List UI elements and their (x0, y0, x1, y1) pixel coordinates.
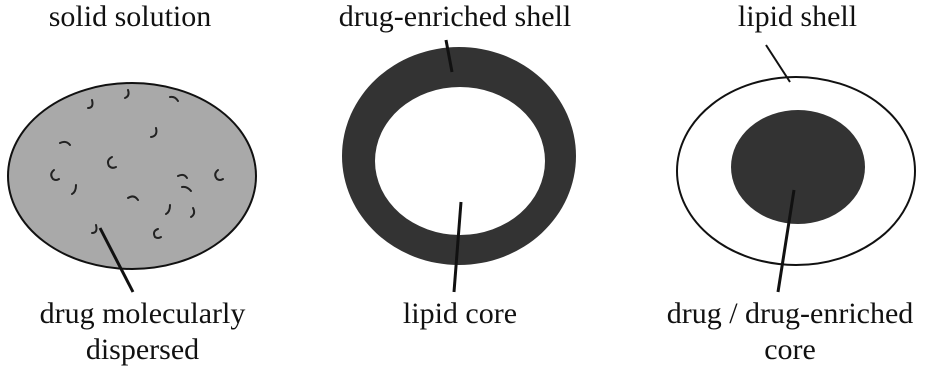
caption-line: drug / drug-enriched (635, 296, 945, 332)
drug-enriched-shell-particle (342, 40, 576, 292)
solid-solution-caption: drug molecularly dispersed (0, 296, 285, 368)
drug-enriched-shell-title: drug-enriched shell (305, 0, 605, 35)
solid-solution-ellipse (8, 83, 256, 269)
drug-core-ellipse (731, 110, 865, 224)
pointer-line (766, 45, 790, 82)
caption-line: drug molecularly (0, 296, 285, 332)
lipid-shell-title: lipid shell (700, 0, 895, 35)
caption-line: core (635, 332, 945, 368)
drug-core-caption: drug / drug-enriched core (635, 296, 945, 368)
solid-solution-title: solid solution (0, 0, 260, 35)
caption-line: dispersed (0, 332, 285, 368)
lipid-shell-particle (677, 45, 915, 292)
solid-solution-particle (8, 83, 256, 292)
lipid-core-caption: lipid core (360, 296, 560, 332)
